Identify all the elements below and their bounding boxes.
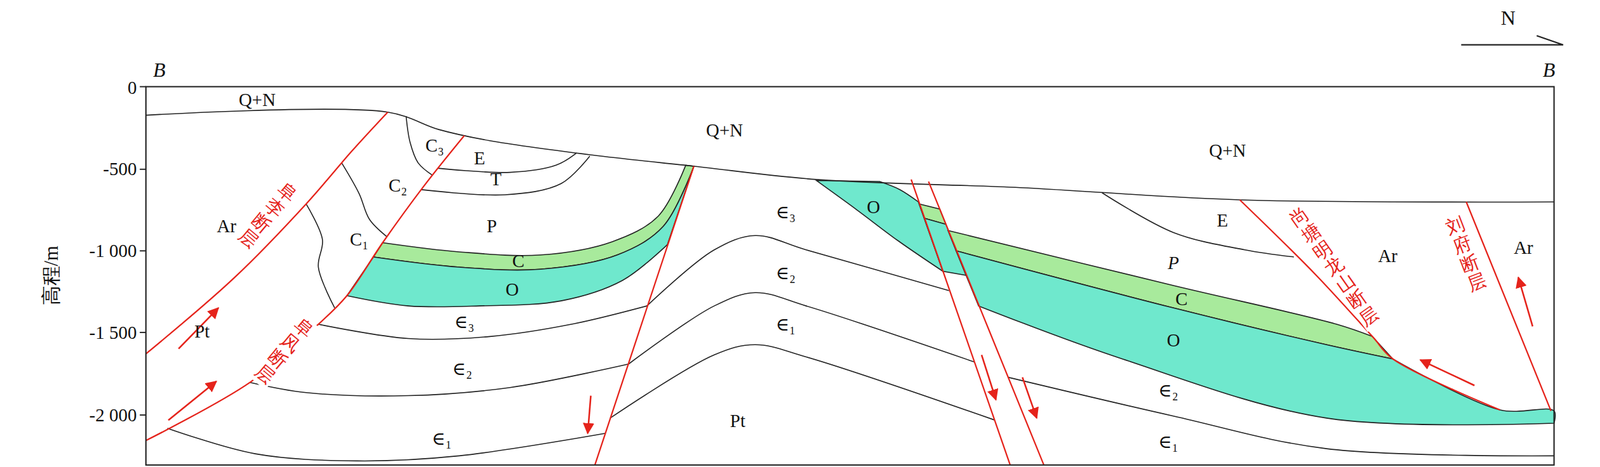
fault-line (928, 181, 1044, 466)
axis-tick (139, 86, 147, 88)
elevation-tick-label: -2 000 (89, 406, 138, 425)
stratum-boundary (628, 292, 975, 365)
fault-line (911, 179, 1011, 466)
frame (139, 86, 1554, 466)
stratum-label: Ar (217, 217, 237, 236)
stratum-label: ∈₃ (775, 203, 797, 222)
stratum-label: O (505, 280, 519, 300)
stratum-boundary (646, 235, 950, 307)
fault-line (1466, 201, 1551, 411)
strata-boundaries (146, 109, 1555, 461)
stratum-boundary (437, 153, 577, 173)
axis-tick (139, 250, 147, 252)
stratum-label: Q+N (1208, 141, 1246, 160)
stratum-label: ∈₁ (1158, 432, 1179, 451)
stratum-boundary (421, 156, 590, 196)
stratum-label: E (473, 149, 486, 168)
stratum-boundary (146, 109, 1555, 202)
motion-arrow (1022, 377, 1037, 419)
elevation-tick-label: -500 (102, 160, 137, 179)
section-end-label: B (153, 59, 166, 80)
stratum-label: Ar (1513, 238, 1534, 258)
stratum-label: Q+N (238, 90, 276, 110)
motion-arrow (1518, 277, 1533, 327)
stratum-label: P (1167, 253, 1180, 273)
stratum-label: C (512, 252, 525, 271)
stratum-label: C₁ (349, 230, 369, 249)
axis-tick (139, 332, 147, 334)
elevation-tick-label: -1 500 (89, 323, 138, 342)
motion-arrow (168, 381, 217, 421)
stratum-label: Pt (194, 322, 210, 341)
motion-arrow (1420, 360, 1475, 386)
stratum-label: ∈₂ (1158, 381, 1179, 400)
elevation-tick-label: -1 000 (89, 241, 138, 261)
stratum-boundary (167, 428, 606, 461)
fault-name: 阜李断层 (233, 177, 302, 255)
stratum-label: E (1216, 211, 1228, 230)
section-end-label: B (1542, 59, 1556, 80)
axis-tick (139, 168, 147, 171)
fault-line (146, 135, 465, 442)
stratum-label: ∈₃ (453, 313, 475, 332)
fault-line (594, 166, 694, 466)
stratum-boundary (341, 163, 387, 237)
plot-frame (146, 86, 1555, 466)
axis-title: 高程/m (41, 245, 61, 305)
stratum-boundary (250, 364, 629, 397)
motion-arrow (178, 307, 219, 349)
fault-lines (146, 112, 1552, 466)
stratum-label: O (866, 198, 880, 217)
fault-line (146, 112, 388, 355)
north-arrow-line (1460, 35, 1564, 45)
ordovician-band (346, 166, 694, 308)
stratum-label: Pt (730, 412, 746, 431)
stratum-label: ∈₁ (431, 429, 453, 449)
fault-motion-arrows (168, 277, 1533, 434)
stratum-label: ∈₁ (775, 315, 797, 334)
stratum-label: T (490, 170, 502, 189)
fault-line (1240, 200, 1501, 411)
stratum-label: P (486, 217, 498, 236)
stratum-boundary (318, 306, 647, 340)
stratum-label: C₂ (388, 176, 407, 195)
stratum-label: O (1166, 331, 1181, 350)
stratum-label: ∈₂ (452, 360, 473, 379)
stratum-label: ∈₂ (775, 264, 797, 283)
stratum-boundary (1008, 377, 1555, 457)
stratum-label: Ar (1377, 246, 1398, 266)
stratum-label: C (1175, 289, 1188, 308)
axis-tick (139, 414, 147, 416)
motion-arrow (981, 354, 996, 400)
north-label: N (1500, 6, 1516, 28)
stratum-label: C₃ (425, 136, 444, 155)
stratum-label: Q+N (706, 121, 743, 140)
elevation-tick-label: 0 (127, 78, 137, 98)
fault-name: 刘府断层 (1441, 212, 1491, 298)
stratum-boundary (306, 203, 335, 308)
stratum-boundary (610, 344, 995, 421)
fault-name: 尚塘明龙山断层 (1285, 202, 1385, 333)
fault-name: 阜风断层 (249, 313, 319, 391)
motion-arrow (587, 396, 592, 434)
north-arrow (1460, 35, 1564, 45)
